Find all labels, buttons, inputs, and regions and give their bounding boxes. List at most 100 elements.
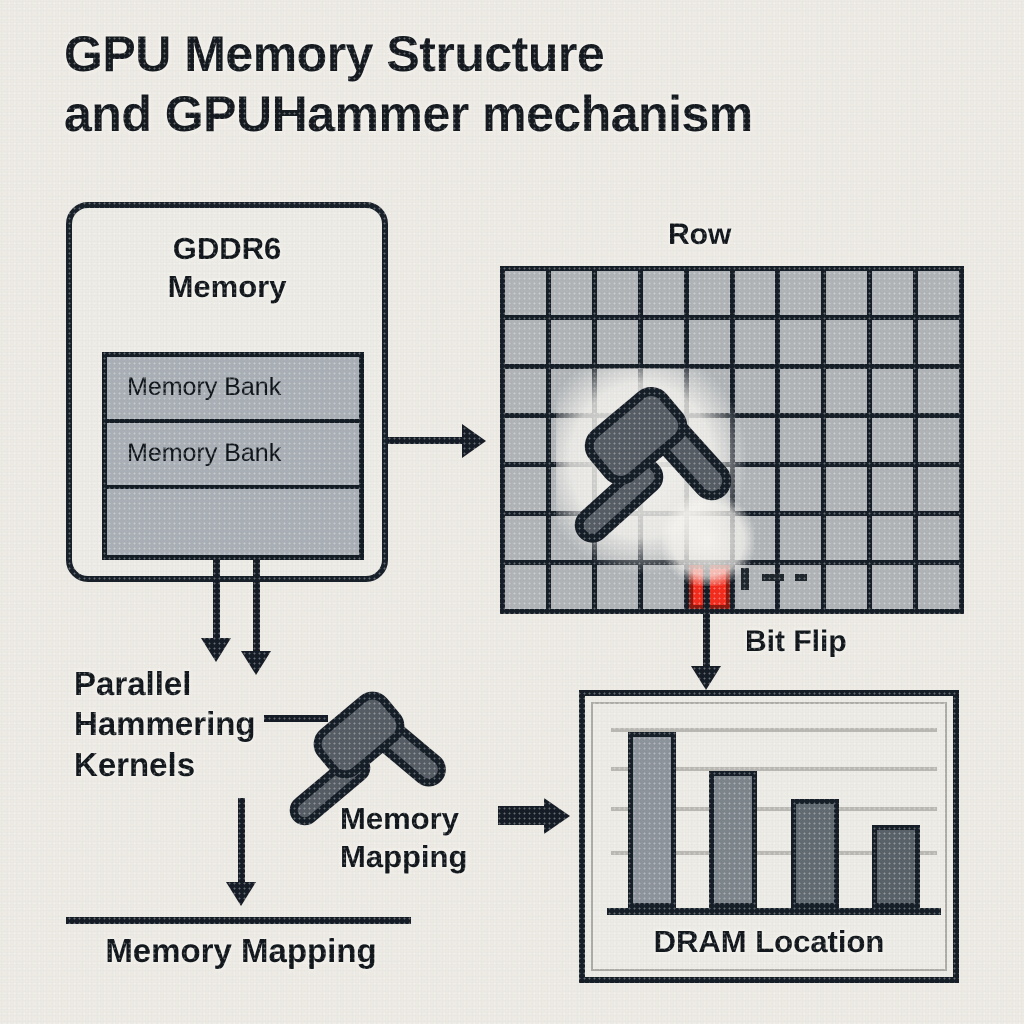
chart-x-axis-label: DRAM Location [653, 924, 885, 959]
dram-cell [918, 516, 959, 560]
dram-cell [826, 565, 868, 609]
dram-cell [642, 271, 684, 315]
dram-cell [688, 271, 730, 315]
arrow-bank-down-1-head [201, 638, 231, 662]
parallel-line-3: Kernels [74, 745, 196, 783]
dram-cell [734, 271, 776, 315]
dram-cell [505, 467, 546, 511]
dram-cell [826, 320, 868, 364]
dram-cell [780, 418, 822, 462]
arrow-bank-down-2-head [241, 651, 271, 675]
parallel-line-2: Hammering [74, 705, 256, 743]
dram-cell [688, 320, 730, 364]
memory-mapping-side-label: Memory Mapping [340, 800, 540, 876]
dram-cell [918, 271, 959, 315]
dram-cell [596, 320, 638, 364]
dram-cell [505, 565, 546, 609]
dram-cell [642, 320, 684, 364]
parallel-line-1: Parallel [74, 665, 192, 702]
gddr6-heading-line-2: Memory [167, 269, 287, 305]
bit-flip-dash-icon [795, 574, 807, 581]
dram-cell [550, 320, 592, 364]
dram-cell [780, 369, 822, 413]
chart-bar [627, 732, 676, 908]
dram-cell [826, 271, 868, 315]
dram-cell [505, 320, 546, 364]
dram-cell [872, 418, 914, 462]
chart-baseline-axis [607, 908, 941, 915]
arrow-kernels-down-shaft [238, 798, 245, 886]
dram-cell [505, 418, 546, 462]
dram-cell [550, 271, 592, 315]
dram-cell [780, 271, 822, 315]
dram-cell [734, 320, 776, 364]
chart-gridline [611, 766, 937, 771]
title-line-2: and GPUHammer mechanism [64, 86, 753, 142]
dram-cell [826, 516, 868, 560]
dram-cell [918, 565, 959, 609]
memory-bank-row-empty [107, 488, 359, 555]
gddr6-memory-block: GDDR6 Memory Memory Bank Memory Bank [66, 202, 388, 582]
dram-cell [826, 418, 868, 462]
memory-bank-row: Memory Bank [107, 422, 359, 489]
title-line-1: GPU Memory Structure [64, 26, 605, 82]
chart-gridline [611, 728, 937, 733]
chart-gridline [611, 851, 937, 856]
memory-mapping-side-line-2: Mapping [340, 838, 468, 874]
arrow-kernels-down-head [226, 882, 256, 906]
arrow-bank-down-2-shaft [253, 560, 260, 655]
gddr6-heading: GDDR6 Memory [72, 230, 382, 307]
dram-cell [872, 271, 914, 315]
bit-flip-label: Bit Flip [745, 625, 847, 658]
arrow-bank-to-grid-head [462, 424, 486, 458]
hammer-icon [574, 387, 732, 543]
bit-flip-dash-icon [762, 574, 784, 581]
gddr6-heading-line-1: GDDR6 [172, 231, 282, 266]
dram-cell [826, 467, 868, 511]
dram-cell [505, 369, 546, 413]
dram-cell [872, 467, 914, 511]
memory-mapping-side-line-1: Memory [340, 801, 459, 836]
chart-bar [872, 825, 921, 908]
arrow-mapping-right-head [544, 798, 570, 834]
dram-cell [596, 271, 638, 315]
arrow-flip-down-head [691, 666, 721, 690]
dram-cell [780, 516, 822, 560]
chart-bar [709, 770, 758, 908]
dram-location-chart: DRAM Location [579, 690, 959, 983]
dram-cell [780, 320, 822, 364]
memory-bank-stack: Memory Bank Memory Bank [102, 352, 364, 560]
dram-cell [505, 516, 546, 560]
chart-gridline [611, 807, 937, 812]
chart-bar-group [611, 718, 937, 908]
memory-mapping-divider [66, 917, 411, 924]
bit-flip-tick-icon [741, 568, 749, 590]
parallel-hammering-kernels-label: Parallel Hammering Kernels [74, 664, 294, 785]
dram-cell [918, 467, 959, 511]
dram-cell [780, 467, 822, 511]
arrow-flip-down-shaft [703, 562, 710, 672]
memory-bank-label: Memory Bank [127, 439, 282, 468]
dram-cell [918, 418, 959, 462]
dram-cell [872, 320, 914, 364]
arrow-bank-down-1-shaft [213, 560, 220, 642]
dram-cell [872, 369, 914, 413]
arrow-mapping-right-shaft [498, 806, 548, 825]
dram-cell [550, 565, 592, 609]
dram-cell [642, 565, 684, 609]
row-label: Row [668, 218, 732, 251]
arrow-bank-to-grid-shaft [388, 437, 466, 444]
dram-cell [596, 565, 638, 609]
chart-bar [790, 798, 839, 908]
hammer-icon [289, 691, 446, 826]
dram-cell [872, 516, 914, 560]
memory-bank-label: Memory Bank [127, 373, 282, 402]
dram-cell [918, 320, 959, 364]
page-title: GPU Memory Structure and GPUHammer mecha… [64, 24, 924, 144]
connector-stub [264, 715, 328, 722]
memory-mapping-bottom-label: Memory Mapping [105, 932, 377, 969]
dram-cell [780, 565, 822, 609]
chart-plot-area [611, 718, 937, 908]
dram-cell [826, 369, 868, 413]
